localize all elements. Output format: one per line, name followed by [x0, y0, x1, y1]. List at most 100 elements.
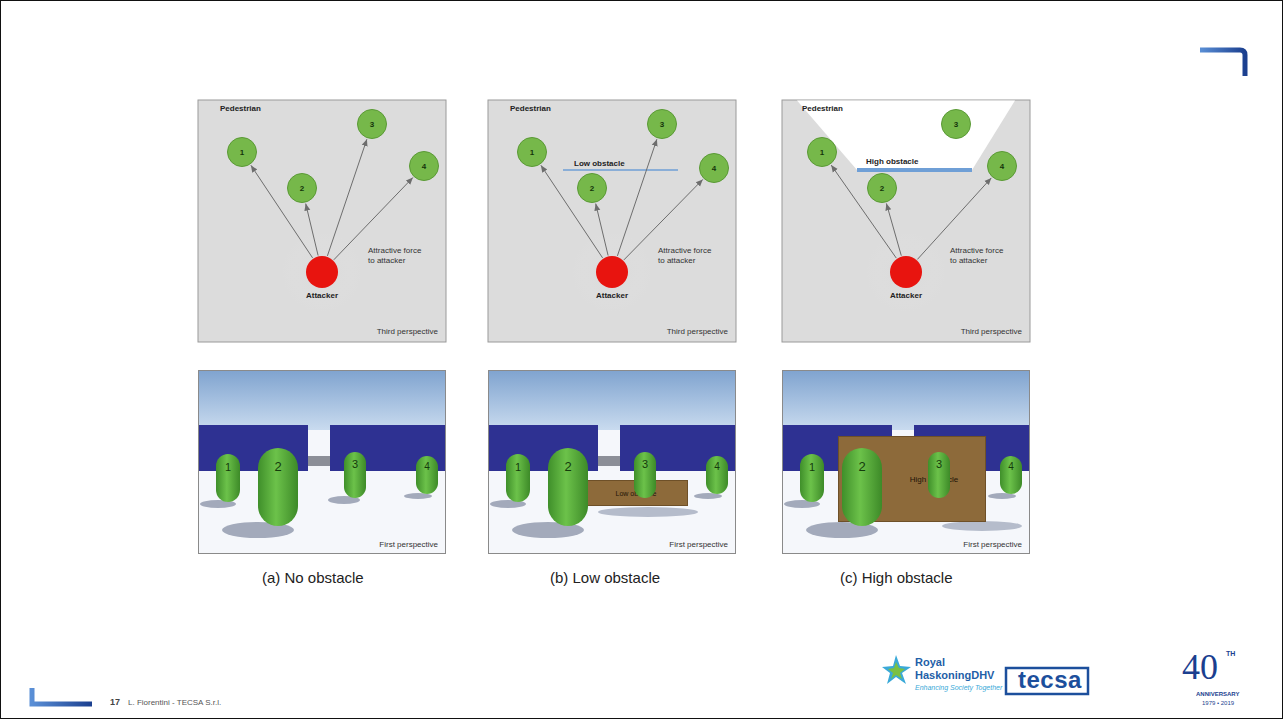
pedestrian-number: 1	[800, 454, 824, 473]
force-arrow	[617, 139, 657, 256]
pedestrian-number: 1	[506, 454, 530, 473]
pedestrian-circle: 1	[807, 137, 837, 167]
corner-bracket	[1200, 50, 1245, 76]
pedestrian-circle: 3	[941, 109, 971, 139]
attacker-circle	[596, 256, 628, 288]
subfigure-caption: (c) High obstacle	[840, 569, 953, 586]
attacker-label: Attacker	[876, 291, 936, 300]
pedestrian-number: 1	[530, 148, 534, 157]
force-arrow	[886, 203, 901, 255]
pedestrian-number: 2	[842, 448, 882, 474]
force-note: Attractive force to attacker	[658, 246, 720, 266]
bottom-scenes	[198, 370, 1030, 554]
pedestrian-circle: 2	[287, 173, 317, 203]
logo-tagline: Enhancing Society Together	[915, 684, 1002, 691]
panel-caption: First perspective	[379, 540, 438, 549]
attacker-label: Attacker	[292, 291, 352, 300]
pedestrian-circle: 3	[647, 109, 677, 139]
top-panels	[198, 100, 1030, 342]
force-note: Attractive force to attacker	[950, 246, 1012, 266]
pedestrian-number: 4	[416, 456, 438, 472]
subfigure-caption: (b) Low obstacle	[550, 569, 660, 586]
pedestrian-capsule: 3	[634, 452, 656, 498]
panel-caption: First perspective	[963, 540, 1022, 549]
panel-caption: First perspective	[669, 540, 728, 549]
bottom-panel: First perspective 12 3 4	[198, 370, 446, 554]
pedestrian-number: 1	[820, 148, 824, 157]
pedestrian-capsule: 1	[800, 454, 824, 502]
pedestrian-circle: 3	[357, 109, 387, 139]
pedestrian-number: 3	[370, 120, 374, 129]
pedestrian-number: 2	[300, 184, 304, 193]
pedestrian-capsule: 4	[706, 456, 728, 494]
pedestrian-number: 1	[216, 454, 240, 473]
pedestrian-number: 3	[954, 120, 958, 129]
attacker-node: Attacker	[292, 256, 352, 300]
pedestrian-number: 2	[258, 448, 298, 474]
pedestrian-circle: 2	[577, 173, 607, 203]
anniversary-number: 40	[1182, 646, 1218, 688]
pedestrian-number: 4	[422, 162, 426, 171]
pedestrian-number: 2	[880, 184, 884, 193]
top-panel: Third perspective1234Attacker	[198, 100, 446, 342]
pedestrian-number: 4	[712, 164, 716, 173]
pedestrian-number: 2	[548, 448, 588, 474]
pedestrian-circle: 1	[227, 137, 257, 167]
pedestrian-capsule: 1	[216, 454, 240, 502]
top-panel: Third perspective 1 2 3 4Attacker	[782, 100, 1030, 342]
pedestrian-circle: 2	[867, 173, 897, 203]
pedestrian-circle: 1	[517, 137, 547, 167]
bottom-panel: First perspective1234High obstacle	[782, 370, 1030, 554]
pedestrian-capsule: 3	[928, 452, 950, 498]
pedestrian-capsule: 4	[1000, 456, 1022, 494]
panel-caption: Third perspective	[961, 327, 1022, 336]
subfigure-caption: (a) No obstacle	[262, 569, 364, 586]
pedestrian-number: 2	[590, 184, 594, 193]
anniversary-text: ANNIVERSARY	[1196, 691, 1239, 697]
pedestrian-capsule: 2	[548, 448, 588, 526]
logo-text: HaskoningDHV	[915, 669, 994, 681]
pedestrian-label: Pedestrian	[510, 104, 551, 113]
anniversary-years: 1979 • 2019	[1202, 700, 1234, 706]
pedestrian-number: 1	[240, 148, 244, 157]
attacker-node: Attacker	[876, 256, 936, 300]
pedestrian-number: 3	[928, 452, 950, 470]
pedestrian-label: Pedestrian	[220, 104, 261, 113]
royal-haskoning-logo	[882, 655, 911, 684]
pedestrian-label: Pedestrian	[802, 104, 843, 113]
pedestrian-capsule: 2	[258, 448, 298, 526]
panel-caption: Third perspective	[667, 327, 728, 336]
pedestrian-capsule: 1	[506, 454, 530, 502]
pedestrian-capsule: 3	[344, 452, 366, 498]
force-arrow	[596, 204, 608, 256]
attacker-node: Attacker	[582, 256, 642, 300]
obstacle-label: Low obstacle	[574, 159, 625, 168]
pedestrian-number: 4	[1000, 456, 1022, 472]
pedestrian-circle: 4	[987, 151, 1017, 181]
anniversary-suffix: TH	[1226, 650, 1235, 657]
page-number: 17	[110, 697, 120, 707]
pedestrian-capsule: 4	[416, 456, 438, 494]
pedestrian-circle: 4	[699, 153, 729, 183]
bottom-panel: First perspective1234Low obstacle	[488, 370, 736, 554]
corner-bracket	[32, 688, 92, 704]
pedestrian-number: 3	[660, 120, 664, 129]
pedestrian-circle: 4	[409, 151, 439, 181]
attacker-label: Attacker	[582, 291, 642, 300]
obstacle-label: High obstacle	[866, 157, 918, 166]
pedestrian-number: 3	[634, 452, 656, 470]
attacker-circle	[306, 256, 338, 288]
top-panel: Third perspective 1 2 3 4Attacker	[488, 100, 736, 342]
attacker-circle	[890, 256, 922, 288]
force-arrow	[306, 204, 318, 256]
logo-text: tecsa	[1018, 666, 1082, 694]
pedestrian-number: 4	[706, 456, 728, 472]
footer-author: L. Fiorentini - TECSA S.r.l.	[128, 698, 221, 707]
force-note: Attractive force to attacker	[368, 246, 430, 266]
pedestrian-number: 4	[1000, 162, 1004, 171]
pedestrian-number: 3	[344, 452, 366, 470]
force-arrow	[831, 165, 896, 258]
